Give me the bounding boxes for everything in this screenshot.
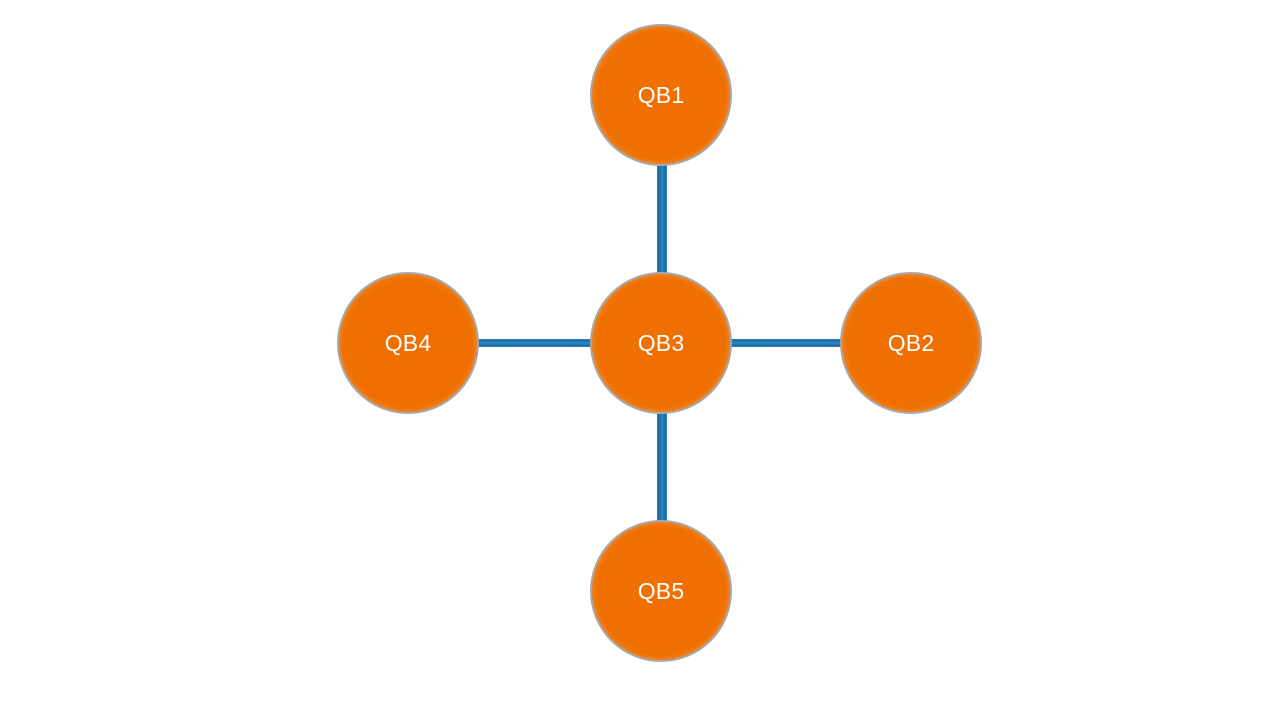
node-qb1: QB1: [590, 24, 732, 166]
edge-qb3-qb2: [728, 339, 846, 347]
node-qb3-label: QB3: [637, 329, 685, 356]
node-qb2: QB2: [840, 272, 982, 414]
node-qb4-label: QB4: [384, 329, 432, 356]
edge-qb3-qb4: [476, 339, 596, 347]
node-qb2-label: QB2: [887, 329, 935, 356]
node-qb5-label: QB5: [637, 577, 685, 604]
node-qb5: QB5: [590, 520, 732, 662]
node-qb1-label: QB1: [637, 81, 685, 108]
edge-qb3-qb5: [657, 408, 667, 526]
node-qb3: QB3: [590, 272, 732, 414]
node-qb4: QB4: [337, 272, 479, 414]
edge-qb3-qb1: [657, 160, 667, 278]
